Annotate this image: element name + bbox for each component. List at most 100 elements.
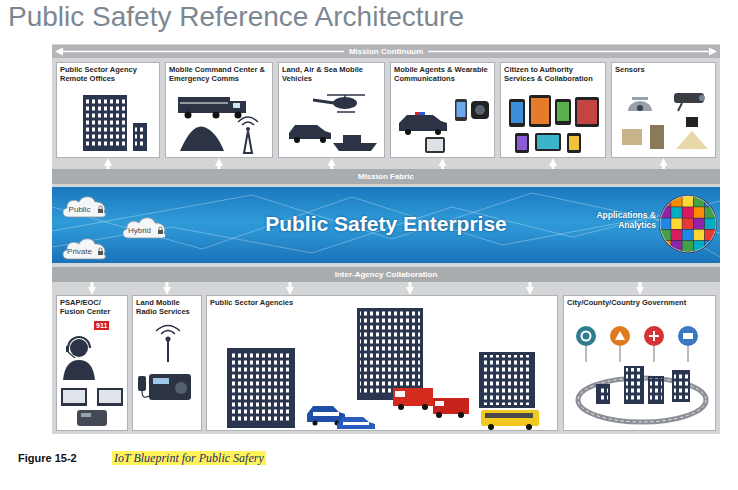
text-slot: Mobile Command Center & Emergency Comms — [169, 66, 269, 83]
art-part — [63, 390, 85, 403]
art-part — [161, 331, 175, 335]
cloud-label: Public — [69, 206, 91, 214]
art-part — [705, 241, 716, 252]
art-part — [420, 112, 425, 115]
art-part — [337, 111, 355, 113]
flow-arrow — [166, 282, 169, 289]
art-part — [485, 413, 533, 418]
text-slot: City/County/Country Government — [567, 299, 712, 308]
art-part — [650, 378, 662, 401]
art-part — [244, 131, 252, 153]
art-part — [682, 241, 693, 252]
art-part — [660, 196, 671, 207]
stakeholder-box: Public Sector Agencies — [206, 295, 558, 431]
art-part — [582, 332, 591, 341]
art-part — [52, 193, 720, 239]
text-slot: Land, Air & Sea Mobile Vehicles — [282, 66, 381, 83]
radio-art — [133, 296, 203, 432]
text-slot: Applications & Analytics — [572, 211, 656, 231]
text-slot: Hybrid — [122, 224, 157, 238]
art-part — [676, 131, 708, 149]
collaboration-band: Inter-Agency Collaboration — [52, 267, 720, 282]
art-part — [435, 401, 444, 406]
art-part — [650, 125, 664, 149]
art-part — [313, 421, 318, 426]
box-heading: City/County/Country Government — [567, 299, 712, 308]
art-part — [238, 117, 258, 122]
art-part — [455, 99, 467, 121]
art-part — [683, 333, 693, 339]
text-slot: Figure 15-2 — [18, 452, 77, 465]
art-part — [399, 115, 447, 131]
art-part — [185, 112, 192, 119]
stakeholder-box: Land Mobile Radio Services — [132, 295, 202, 431]
art-part — [246, 127, 250, 131]
art-part — [98, 209, 103, 213]
text-slot: Mission Continuum — [52, 45, 720, 58]
art-part — [555, 99, 571, 125]
art-part — [674, 93, 704, 103]
art-part — [81, 413, 91, 417]
text-slot: Citizen to Authority Services & Collabor… — [504, 66, 602, 83]
art-part — [694, 196, 705, 207]
art-part — [569, 136, 579, 150]
flow-arrow — [289, 282, 292, 289]
art-part — [688, 346, 689, 362]
art-part — [83, 95, 127, 151]
art-part — [694, 218, 705, 229]
text-slot: Sensors — [615, 66, 712, 75]
art-part — [596, 384, 610, 404]
text-slot: Inter-Agency Collaboration — [52, 267, 720, 282]
art-part — [433, 398, 469, 414]
art-part — [686, 117, 698, 127]
art-part — [482, 355, 532, 405]
art-part — [313, 100, 334, 103]
art-part — [475, 105, 485, 115]
art-part — [142, 391, 149, 397]
art-part — [242, 122, 254, 125]
art-part — [178, 97, 230, 113]
art-part — [99, 248, 102, 251]
box-heading: Sensors — [615, 66, 712, 75]
art-part — [427, 139, 443, 151]
art-part — [660, 196, 715, 251]
stakeholder-box: PSAP/EOC/ Fusion Center — [56, 295, 128, 431]
art-part — [660, 241, 671, 252]
art-part — [488, 424, 494, 430]
art-part — [537, 135, 559, 149]
fabric-band: Mission Fabric — [52, 169, 720, 184]
wearables-art — [395, 91, 493, 155]
art-part — [227, 348, 295, 428]
art-part — [289, 125, 331, 139]
art-part — [149, 374, 191, 400]
art-part — [575, 97, 599, 127]
art-part — [123, 218, 165, 238]
art-part — [70, 339, 88, 357]
text-slot: Public Safety Enterprise — [182, 212, 590, 235]
emergency-number: 911 — [94, 321, 109, 330]
box-heading: Land Mobile Radio Services — [136, 299, 198, 316]
art-part — [337, 417, 375, 429]
art-part — [517, 136, 527, 150]
art-part — [55, 48, 63, 56]
figure-number: Figure 15-2 — [18, 452, 77, 465]
cloud-node: Public — [60, 194, 108, 218]
command-center-art — [170, 93, 268, 155]
endpoint-box: Citizen to Authority Services & Collabor… — [500, 62, 606, 158]
art-part — [135, 125, 145, 147]
box-heading: Mobile Command Center & Emergency Comms — [169, 66, 269, 83]
art-part — [307, 406, 345, 422]
art-part — [660, 230, 671, 241]
box-heading: PSAP/EOC/ Fusion Center — [60, 299, 124, 316]
art-part — [694, 207, 705, 218]
art-part — [233, 103, 240, 108]
band-label: Mission Continuum — [344, 48, 428, 56]
text-slot: Mission Fabric — [52, 169, 720, 184]
art-part — [153, 378, 169, 384]
endpoint-box: Land, Air & Sea Mobile Vehicles — [278, 62, 385, 158]
art-part — [610, 326, 630, 346]
art-part — [415, 112, 420, 115]
flow-arrow — [91, 282, 94, 289]
analytics-label: Applications & Analytics — [572, 211, 656, 231]
